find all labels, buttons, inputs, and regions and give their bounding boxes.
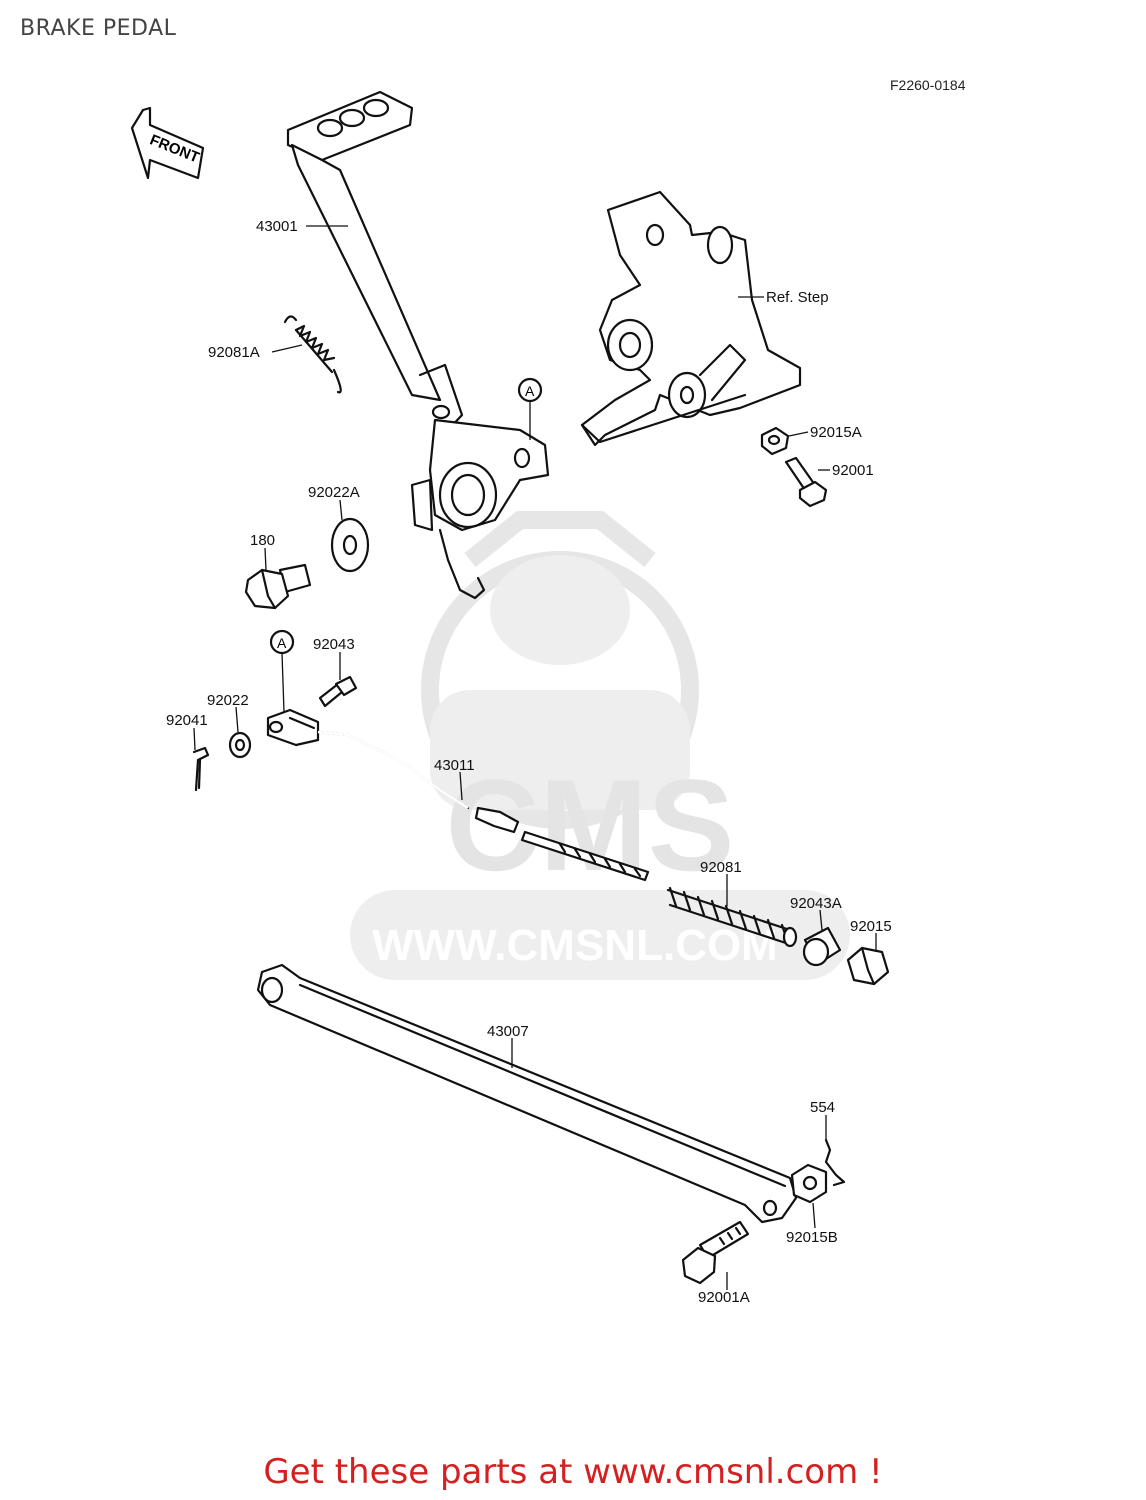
label-92081: 92081 [700,859,742,876]
brake-rod-43011 [266,708,650,882]
label-92015A: 92015A [810,424,862,441]
bolt-92001A [681,1220,750,1285]
cotter-pin-92041 [192,746,210,792]
collar-92043A [802,926,842,967]
label-43011: 43011 [434,757,475,774]
label-92015B: 92015B [786,1229,838,1246]
figure-code: F2260-0184 [890,77,966,93]
label-92043: 92043 [313,636,355,653]
lever-rod-43007 [256,963,798,1224]
front-arrow-icon: FRONT [130,106,205,180]
washer-92022 [228,731,252,759]
label-92022A: 92022A [308,484,360,501]
bolt-92001 [784,456,828,508]
ref-a-upper-label: A [525,383,535,399]
label-92001A: 92001A [698,1289,750,1306]
nut-92015A [760,426,790,456]
ref-circle-a-lower: A [269,629,295,713]
spring-92081 [666,886,798,948]
clip-554 [824,1138,846,1187]
spring-92081A [283,315,342,394]
label-92041: 92041 [166,712,208,729]
watermark-url: WWW.CMSNL.COM [372,921,778,970]
brake-pedal-43001 [286,90,550,600]
label-92001: 92001 [832,462,874,479]
label-43007: 43007 [487,1023,529,1040]
label-554: 554 [810,1099,835,1116]
washer-92022A [330,517,370,573]
label-92022: 92022 [207,692,249,709]
label-92015: 92015 [850,918,892,935]
label-92043A: 92043A [790,895,842,912]
label-180: 180 [250,532,275,549]
ref-circle-a-upper: A [517,377,543,440]
ref-a-lower-label: A [277,635,287,651]
label-92081A: 92081A [208,344,260,361]
label-ref-step: Ref. Step [766,289,829,306]
watermark: CMS WWW.CMSNL.COM [350,511,850,980]
watermark-brand: CMS [446,752,735,898]
label-43001: 43001 [256,218,298,235]
page-title: BRAKE PEDAL [20,16,177,41]
ref-step-bracket [580,190,802,447]
nut-92015 [846,946,890,986]
footer-link[interactable]: Get these parts at www.cmsnl.com ! [263,1452,883,1492]
pin-92043 [318,675,358,708]
bolt-180 [244,563,312,610]
nut-92015B [790,1163,828,1204]
